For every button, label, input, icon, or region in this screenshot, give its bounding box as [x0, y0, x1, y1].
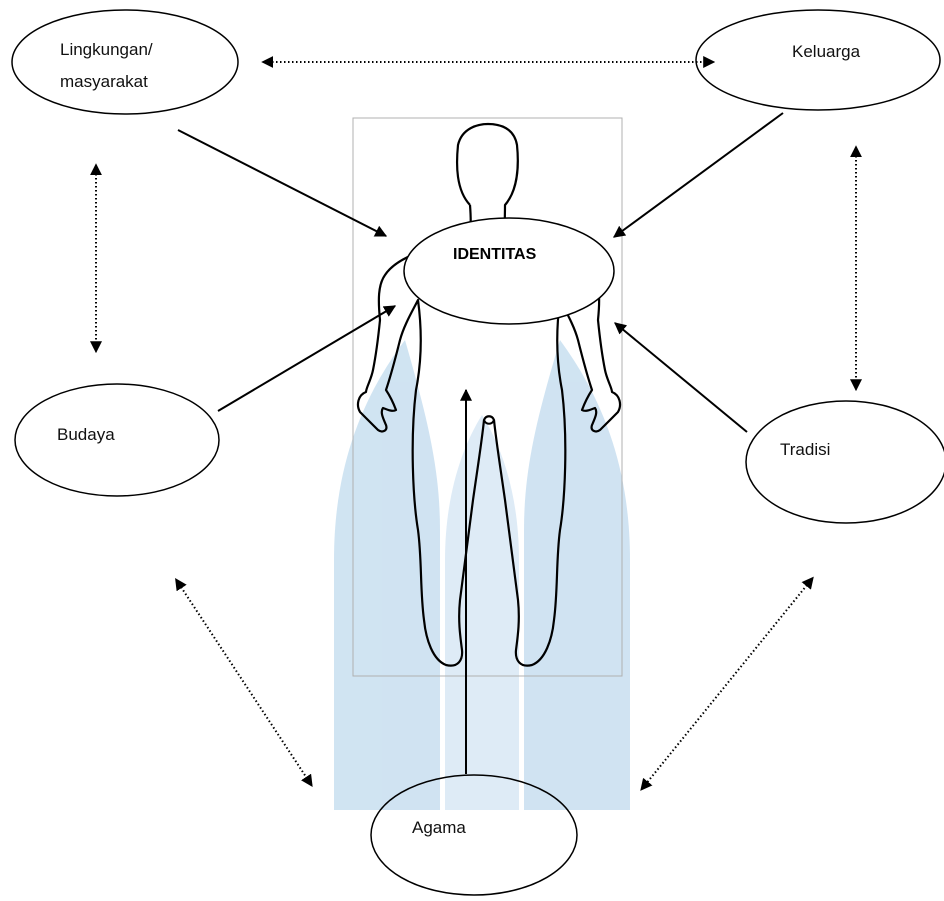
- node-identitas: [403, 217, 615, 325]
- label-budaya: Budaya: [57, 425, 115, 444]
- label-tradisi: Tradisi: [780, 440, 830, 459]
- label-lingkungan-line1: Lingkungan/: [60, 40, 153, 59]
- arrow-tradisi-to-identitas: [614, 322, 748, 433]
- node-tradisi: [745, 400, 944, 524]
- figure-leg-gap: [483, 419, 495, 425]
- dotted-arrow-tradisi-agama: [640, 576, 814, 791]
- label-identitas: IDENTITAS: [453, 246, 537, 263]
- label-agama: Agama: [412, 818, 466, 837]
- node-agama: [370, 774, 578, 896]
- node-lingkungan: [11, 9, 239, 115]
- dotted-arrow-budaya-agama: [175, 577, 313, 788]
- figure-frame: [352, 117, 623, 677]
- label-keluarga: Keluarga: [792, 42, 861, 61]
- arrow-keluarga-to-identitas: [613, 112, 784, 238]
- arrow-lingkungan-to-identitas: [177, 129, 388, 237]
- label-lingkungan-line2: masyarakat: [60, 72, 148, 91]
- arrow-budaya-to-identitas: [217, 305, 397, 412]
- node-budaya: [14, 383, 220, 497]
